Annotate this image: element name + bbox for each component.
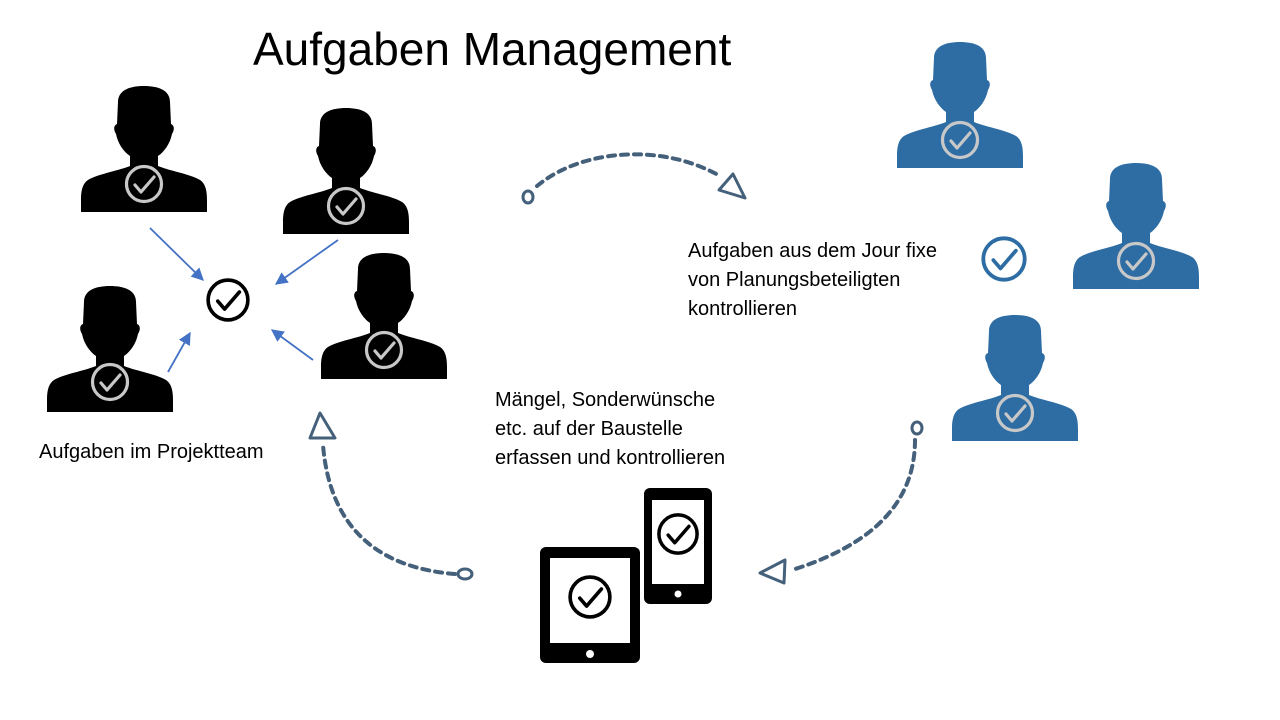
label-line: Aufgaben im Projektteam [39, 441, 264, 463]
arrow-icon [270, 329, 314, 361]
label-line: Mängel, Sonderwünsche [495, 389, 716, 411]
label-project-team: Aufgaben im Projektteam [39, 438, 264, 467]
label-line: von Planungsbeteiligten [688, 269, 901, 291]
dashed-cycle-arrow-right [758, 420, 924, 585]
planner-person-1 [897, 42, 1023, 168]
arrow-icon [274, 239, 339, 285]
arrow-icon [167, 331, 191, 373]
smartphone-icon [644, 488, 712, 604]
arrow-icon [149, 227, 204, 281]
planner-person-3 [952, 315, 1078, 441]
label-line: erfassen und kontrollieren [495, 447, 726, 469]
team-person-4 [47, 286, 173, 412]
team-person-2 [283, 108, 409, 234]
label-construction-site: Mängel, Sonderwünsche etc. auf der Baust… [495, 386, 725, 473]
dashed-cycle-arrow-top [521, 152, 747, 205]
page-title: Aufgaben Management [253, 23, 732, 75]
label-jour-fixe: Aufgaben aus dem Jour fixe von Planungsb… [688, 237, 937, 324]
label-line: etc. auf der Baustelle [495, 418, 683, 440]
dashed-cycle-arrow-left [308, 411, 474, 581]
check-circle-icon [981, 236, 1027, 282]
label-line: kontrollieren [688, 298, 797, 320]
tablet-icon [540, 547, 640, 663]
team-person-1 [81, 86, 207, 212]
team-person-3 [321, 253, 447, 379]
label-line: Aufgaben aus dem Jour fixe [688, 240, 938, 262]
check-circle-icon [206, 278, 250, 322]
planner-person-2 [1073, 163, 1199, 289]
